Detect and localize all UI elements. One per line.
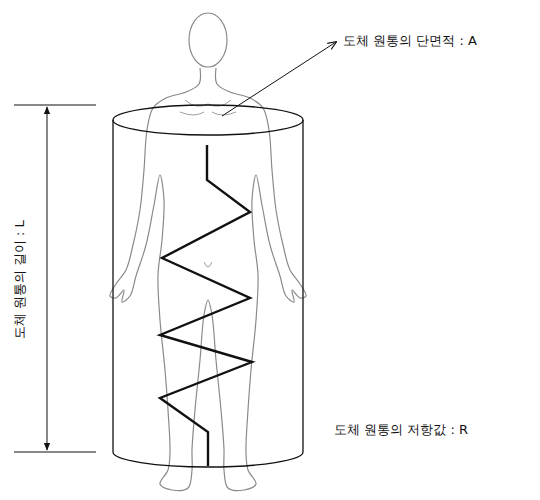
current-zigzag [160,145,252,466]
body-outline [110,68,306,491]
area-label: 도체 원통의 단면적 : A [343,33,477,49]
head-outline [189,13,227,67]
leader-line [222,42,336,116]
length-label: 도체 원통의 길이 : L [12,220,28,339]
resistance-label: 도체 원통의 저항값 : R [334,422,468,438]
human-figure [110,13,306,491]
conductor-cylinder [113,105,303,467]
body-details [180,100,236,267]
